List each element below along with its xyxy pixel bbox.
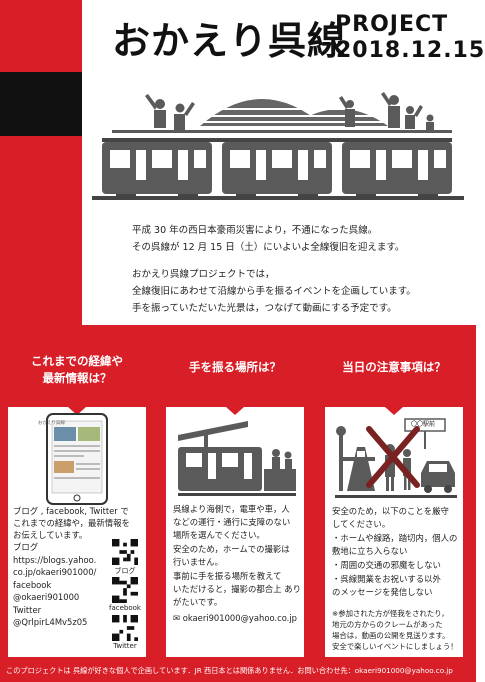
panel-notice-note-3: 場合は，動画の公開を見送ります。 [332, 631, 450, 640]
panel-notice-note-2: 地元の方からのクレームがあった [332, 620, 443, 629]
panel-notice-text-1: 安全のため，以下のことを厳守 [332, 506, 449, 516]
facebook-handle[interactable]: @okaeri901000 [13, 592, 80, 602]
panel-location-text-3: 場所を選んでください。 [173, 530, 265, 540]
panel-location-text-2: などの運行・通行に支障のない [173, 517, 291, 527]
left-red-band-bottom [0, 136, 82, 332]
intro-line-3: おかえり呉線プロジェクトでは， [132, 269, 275, 280]
panel-history-text-4: ブログ [13, 542, 39, 552]
qr-code-icon [112, 539, 138, 565]
blog-url-2[interactable]: co.jp/okaeri901000/ [13, 567, 97, 577]
panel-notice-rule-1b: 敷地に立ち入らない [332, 546, 408, 556]
title-date: 2018.12.15 [336, 38, 485, 63]
twitter-handle[interactable]: @QrlpirL4Mv5z05 [13, 617, 88, 627]
panel-notice-note-4: 安全で楽しいイベントにしましょう！ [332, 642, 458, 651]
panel-notice-rule-1a: ・ホームや線路，踏切内，個人の [332, 533, 458, 543]
blog-url-1[interactable]: https://blogs.yahoo. [13, 555, 97, 565]
panel-location-header: 手を振る場所は？ [166, 333, 304, 407]
tablet-screen-label: おかえり呉線 [38, 421, 65, 426]
panel-history-text-3: お伝えしています。 [13, 530, 88, 540]
twitter-label: Twitter [13, 605, 42, 615]
panel-notice-title: 当日の注意事項は？ [342, 360, 446, 374]
people-icon [145, 92, 434, 131]
cross-mark-icon [366, 426, 420, 488]
intro-line-1: 平成 30 年の西日本豪雨災害により，不通になった呉線。 [132, 225, 378, 236]
station-sign-text: 〇〇駅前 [411, 421, 436, 428]
panel-location-text-1: 呉線より海側で，電車や車，人 [173, 504, 290, 514]
qr-label-twitter: Twitter [113, 642, 137, 650]
station-icon [178, 421, 296, 496]
panel-notch [68, 407, 86, 415]
panel-location-text-8: がたいです。 [173, 597, 223, 607]
tablet-icon [46, 413, 108, 505]
panel-history: これまでの経緯や 最新情報は？ おかえり呉線 ブログ , facebook, T… [5, 330, 149, 660]
mail-icon: ✉ [173, 613, 181, 623]
facebook-label: facebook [13, 580, 52, 590]
panel-notice-rule-3b: のメッセージを発信しない [332, 587, 433, 597]
title-project: PROJECT [335, 12, 449, 37]
panel-location: 手を振る場所は？ 呉線より海側で，電車や車，人 などの運行・通行に支障のない 場… [163, 330, 307, 660]
panel-location-text-5: 行いません。 [173, 557, 223, 567]
panel-notch [226, 407, 244, 415]
panel-notch [385, 407, 403, 415]
contact-email[interactable]: okaeri901000@yahoo.co.jp [182, 613, 297, 623]
qr-code-icon [112, 577, 138, 603]
train-illustration [92, 92, 464, 200]
intro-line-5: 手を振っていただいた光景は，つなげて動画にする予定です。 [132, 303, 397, 314]
panel-history-text-2: これまでの経緯や，最新情報を [13, 518, 130, 528]
panel-location-text-4: 安全のため，ホームでの撮影は [173, 544, 290, 554]
qr-label-blog: ブログ [114, 567, 136, 575]
panel-notice-rule-2: ・周囲の交通の邪魔をしない [332, 560, 441, 570]
poster-title: おかえり呉線 [112, 19, 347, 63]
train-icon [92, 138, 464, 200]
panel-history-header: これまでの経緯や 最新情報は？ [8, 333, 146, 407]
panel-notice-rule-3a: ・呉線開業をお祝いする以外 [332, 574, 441, 584]
panel-location-text-6: 事前に手を振る場所を教えて [173, 571, 282, 581]
panel-notice-note-1: ※参加された方が怪我をされたり， [332, 609, 449, 618]
panel-location-text-7: いただけると，撮影の都合上 あり [173, 584, 301, 594]
qr-label-facebook: facebook [109, 604, 141, 612]
intro-line-4: 全線復旧にあわせて沿線から手を振るイベントを企画しています。 [132, 286, 416, 297]
footer-disclaimer: このプロジェクトは 呉線が好きな個人で企画しています．JR 西日本とは関係ありま… [6, 666, 453, 675]
left-red-band-top [0, 0, 82, 72]
panel-notice-text-2: してください。 [332, 519, 391, 529]
panel-notice: 当日の注意事項は？ 〇〇駅前 安全のため，以下のことを厳守 してください。 ・ホ… [322, 330, 466, 660]
panel-location-title: 手を振る場所は？ [189, 360, 281, 374]
contact-email-row: ✉ okaeri901000@yahoo.co.jp [173, 612, 297, 624]
panel-notice-header: 当日の注意事項は？ [325, 333, 463, 407]
left-black-band [0, 72, 82, 136]
qr-code-icon [112, 615, 138, 641]
panel-history-title-2: 最新情報は？ [42, 371, 112, 385]
intro-line-2: その呉線が 12 月 15 日（土）にいよいよ全線復旧を迎えます。 [132, 242, 405, 253]
panel-history-title-1: これまでの経緯や [31, 354, 123, 368]
panel-history-text-1: ブログ , facebook, Twitter で [13, 506, 129, 516]
